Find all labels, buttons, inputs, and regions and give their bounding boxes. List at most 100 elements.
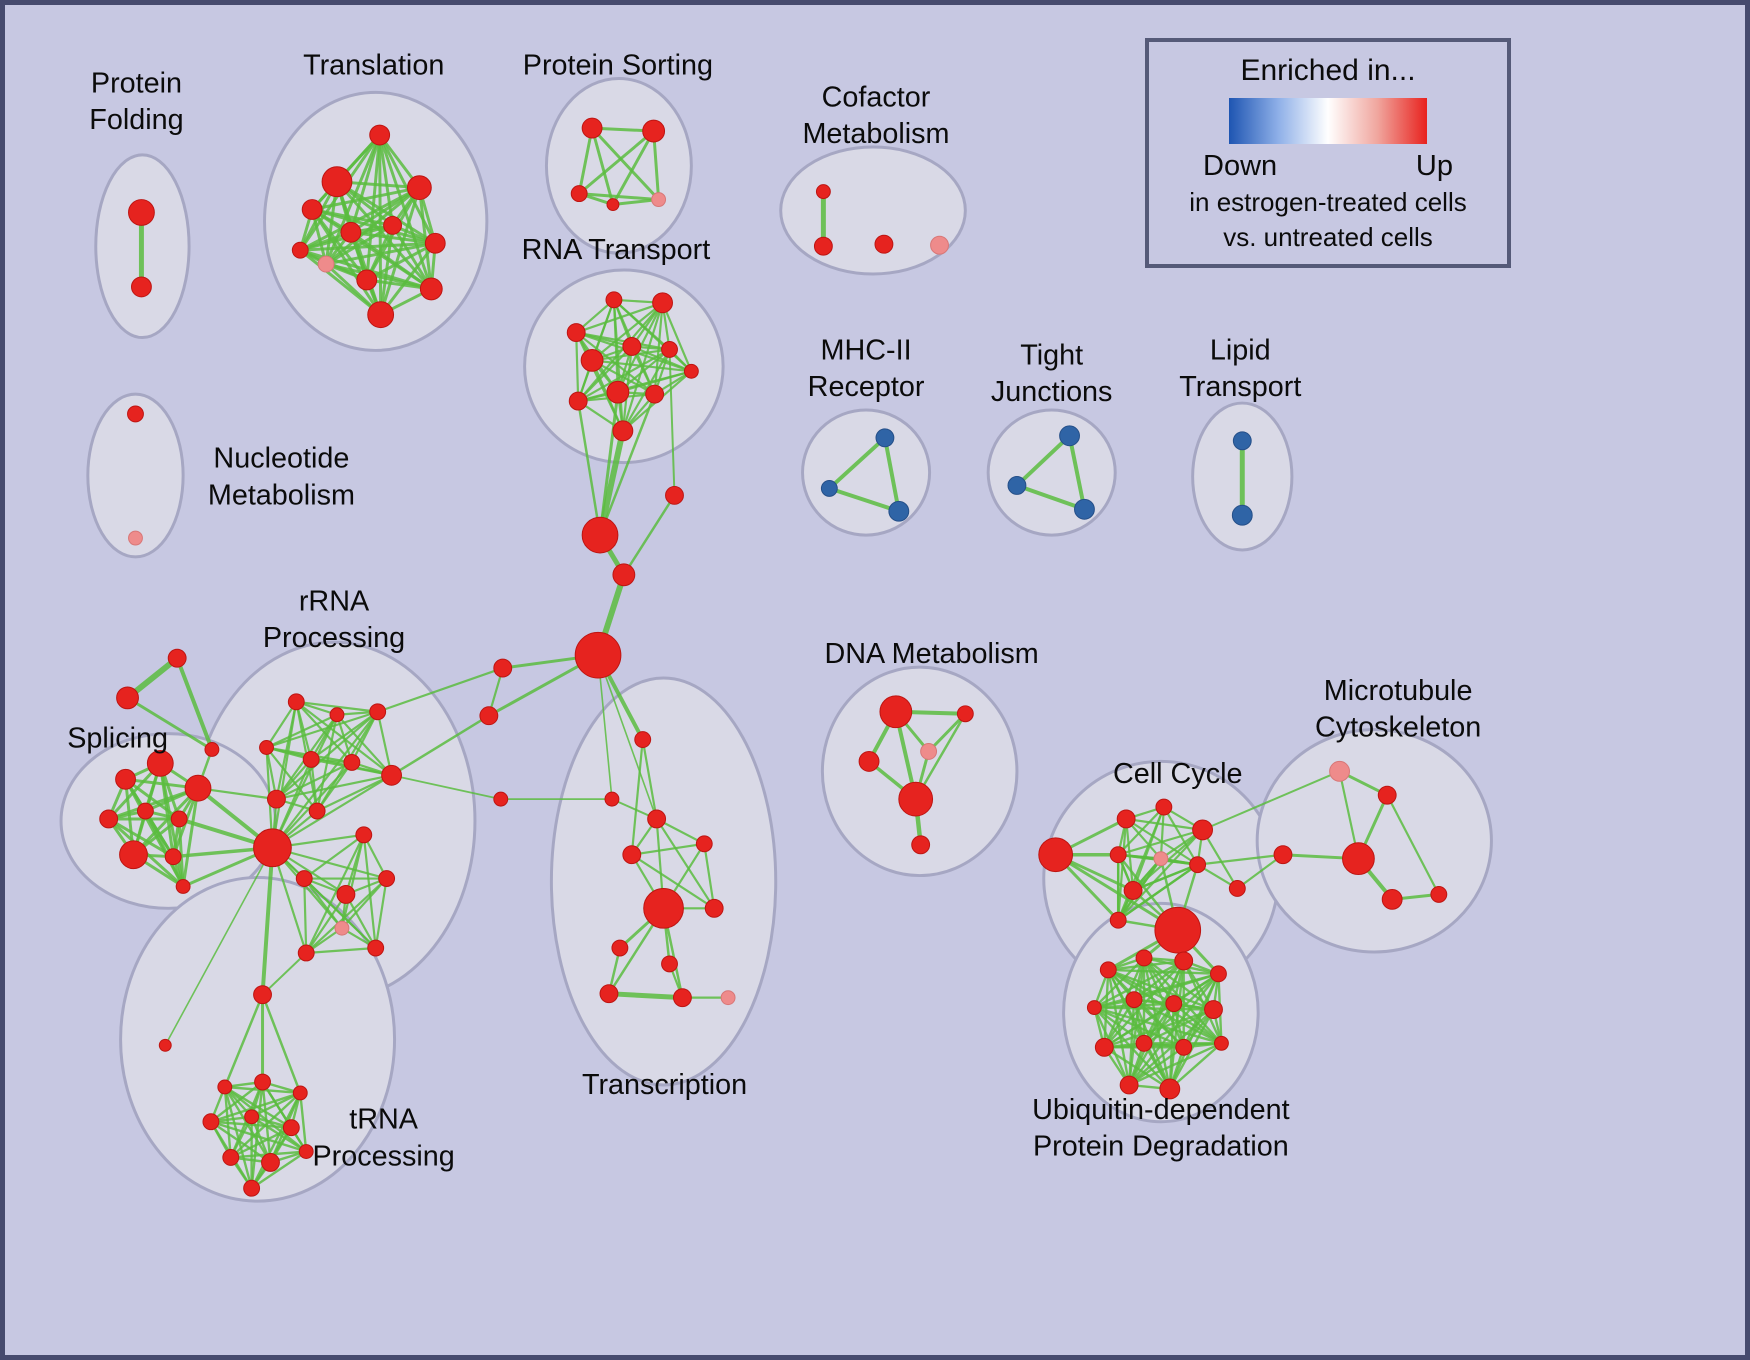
network-node-cc8 [1123, 881, 1143, 900]
network-node-ub11 [1175, 1038, 1193, 1056]
network-node-sp9 [175, 879, 191, 894]
cluster-label-tight-junctions: Junctions [991, 376, 1113, 408]
network-edge [641, 738, 658, 821]
network-edge [630, 738, 644, 856]
network-node-ps2 [642, 119, 666, 143]
network-edge [305, 893, 348, 955]
network-edge [655, 817, 716, 910]
network-node-ps5 [651, 192, 667, 208]
network-node-tc3 [647, 809, 667, 829]
network-node-tn11 [298, 1144, 314, 1159]
network-edge [598, 392, 656, 537]
cluster-label-microtubule-cytoskeleton: Cytoskeleton [1315, 712, 1481, 744]
network-node-sp1 [115, 768, 136, 790]
network-node-mh3 [888, 500, 910, 522]
network-node-rr3 [369, 703, 387, 721]
network-node-mc3 [1273, 845, 1293, 865]
network-edge [175, 656, 214, 752]
network-edge [132, 786, 200, 857]
network-edge [299, 1091, 308, 1153]
network-edge [1014, 483, 1087, 512]
network-node-rr2 [329, 707, 345, 723]
network-edge [340, 833, 365, 930]
cluster-ellipse-rna-transport [523, 268, 725, 465]
network-node-tg2 [167, 648, 187, 668]
network-edge [1127, 998, 1136, 1087]
network-edge [1127, 1042, 1223, 1087]
network-edge [1117, 828, 1204, 856]
cluster-label-dna-metabolism: DNA Metabolism [824, 638, 1038, 670]
network-edge [261, 951, 308, 996]
cluster-ellipse-mhc-ii-receptor [801, 408, 932, 537]
legend-up-label: Up [1415, 150, 1453, 182]
network-edge [376, 666, 504, 713]
network-node-rr15 [297, 944, 315, 962]
network-edge [209, 1080, 264, 1123]
network-node-tc4 [695, 835, 713, 853]
network-node-dm1 [879, 695, 913, 729]
network-edge [703, 842, 716, 910]
cluster-label-rrna-processing: Processing [263, 622, 405, 654]
network-node-tc8 [661, 955, 678, 973]
network-node-t4 [406, 175, 432, 201]
network-node-rt4 [580, 348, 604, 372]
network-edge [1054, 853, 1180, 932]
network-edge [575, 331, 580, 403]
cluster-ellipse-cofactor-metabolism [779, 145, 967, 276]
network-node-t9 [317, 255, 335, 273]
network-node-tc5 [622, 845, 642, 865]
network-node-side1 [665, 485, 684, 505]
network-edge [1103, 1046, 1172, 1091]
cluster-label-lipid-transport: Lipid [1210, 334, 1271, 366]
network-edge [575, 301, 664, 334]
network-node-tc10 [672, 988, 692, 1008]
network-edge [590, 126, 661, 202]
network-edge [143, 809, 185, 888]
network-edge [107, 817, 175, 859]
network-edge [310, 186, 421, 211]
cluster-label-protein-folding: Protein [91, 67, 182, 99]
cluster-label-mhc-ii-receptor: MHC-II [821, 334, 912, 366]
network-node-t3 [301, 199, 323, 220]
network-node-t7 [383, 215, 403, 235]
network-edge [611, 129, 656, 207]
cluster-ellipse-tight-junctions [986, 408, 1117, 537]
network-node-pf1 [128, 199, 155, 226]
network-node-rt11 [612, 420, 634, 442]
network-node-rr11 [295, 870, 313, 887]
network-edge [1014, 433, 1072, 488]
network-node-ub6 [1125, 991, 1143, 1009]
network-node-tn3 [217, 1079, 233, 1095]
network-node-mc5 [1381, 888, 1403, 910]
network-node-tg1 [116, 686, 139, 710]
network-edge [271, 700, 298, 849]
network-edge [275, 761, 353, 801]
cluster-label-nucleotide-metabolism: Nucleotide [213, 443, 349, 475]
network-node-rt9 [645, 384, 665, 404]
network-node-t12 [419, 277, 443, 301]
network-edge [591, 301, 664, 362]
network-edge [1201, 828, 1239, 890]
network-edge [827, 486, 901, 514]
network-node-rr5 [302, 750, 320, 768]
network-edge [616, 370, 693, 394]
network-edge [1131, 863, 1199, 892]
cluster-label-protein-folding: Folding [89, 104, 183, 136]
network-edge [1127, 959, 1185, 1087]
network-edge [261, 993, 302, 1095]
legend-context-line1: in estrogen-treated cells [1189, 187, 1467, 217]
network-node-tc2 [604, 791, 620, 807]
network-node-t6 [340, 221, 362, 243]
network-node-ub13 [1119, 1075, 1139, 1095]
network-node-t5 [291, 241, 309, 259]
network-node-mh2 [820, 479, 838, 497]
network-node-m2 [479, 706, 499, 726]
network-node-lt1 [1232, 431, 1252, 451]
network-edge [1116, 863, 1199, 922]
network-edge [1067, 433, 1087, 512]
network-edge [590, 126, 615, 207]
network-edge [250, 1091, 302, 1190]
network-edge [630, 345, 693, 373]
network-node-tn5 [292, 1085, 308, 1101]
